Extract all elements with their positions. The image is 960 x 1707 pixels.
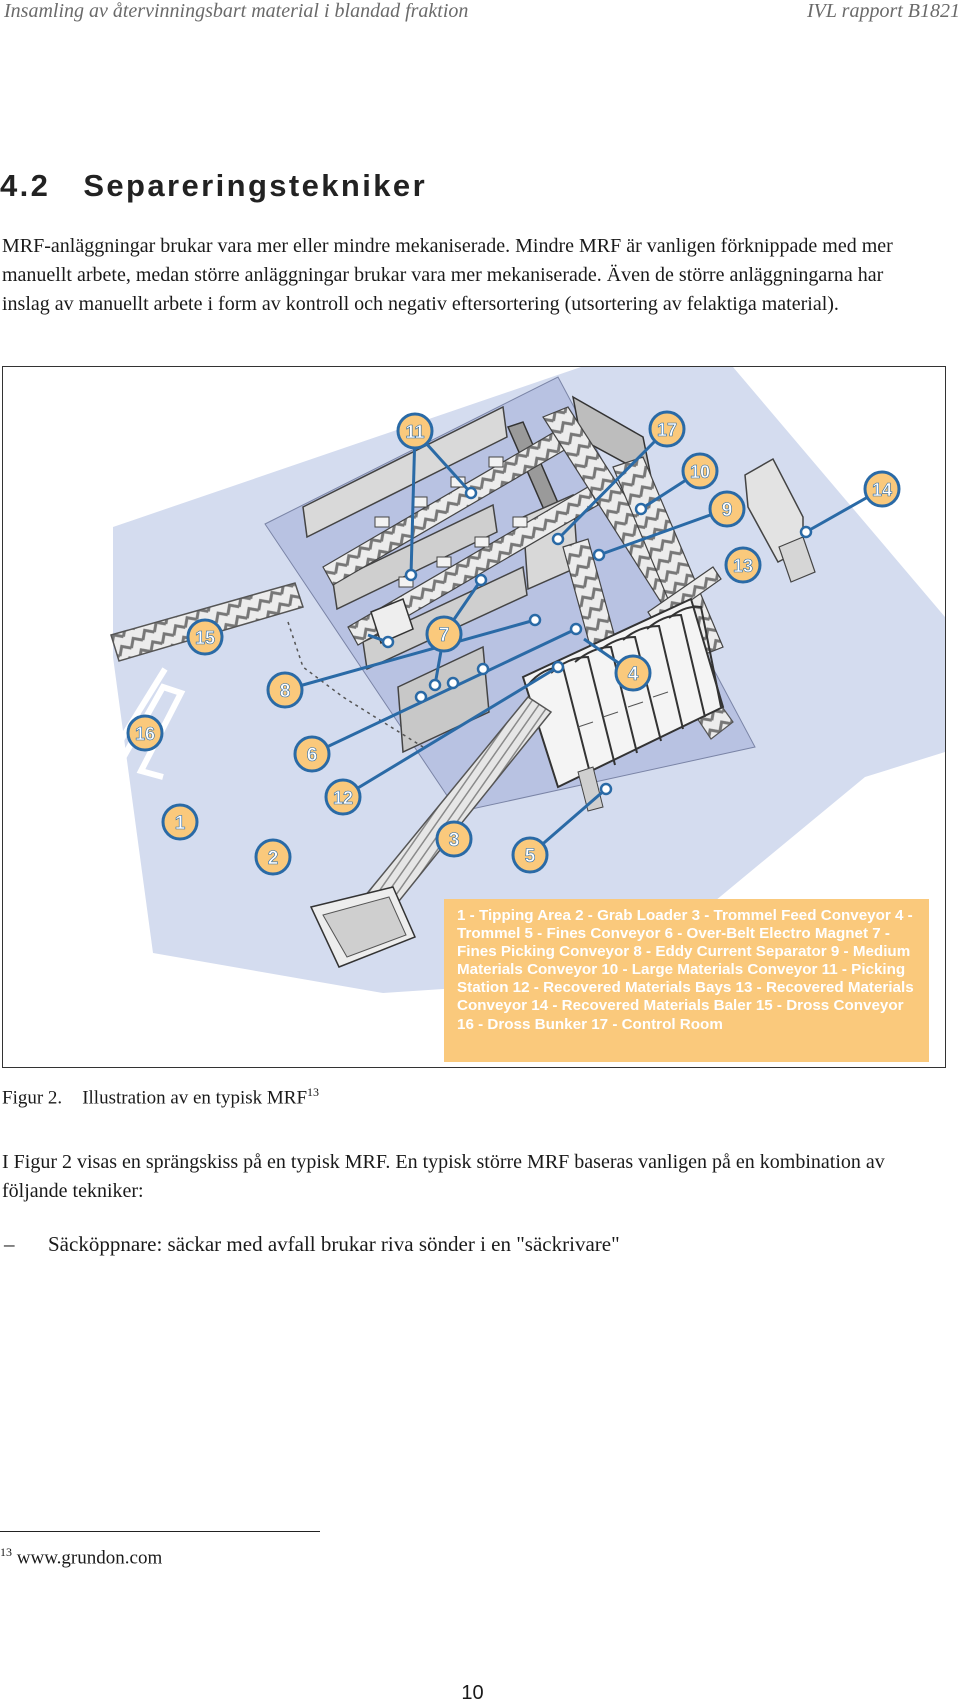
svg-text:9: 9 [722,500,733,521]
svg-text:1: 1 [175,813,186,834]
callout-1: 1 [161,803,199,841]
body-paragraph: I Figur 2 visas en sprängskiss på en typ… [2,1151,885,1202]
running-header-title: Insamling av återvinningsbart material i… [4,0,469,22]
intro-paragraph: MRF-anläggningar brukar vara mer eller m… [2,235,893,315]
section-title: Separeringstekniker [83,168,428,203]
bullet-item: Säcköppnare: säckar med avfall brukar ri… [48,1232,620,1256]
mrf-figure: 1 2 3 4 5 6 7 8 9 10 11 12 13 14 15 16 1… [2,366,946,1068]
dross-bunker-walls [115,683,186,780]
svg-text:10: 10 [690,462,710,482]
callout-dots [381,486,813,796]
svg-text:3: 3 [449,830,460,851]
svg-text:6: 6 [307,745,318,766]
figure-caption: Figur 2. Illustration av en typisk MRF13 [2,1085,319,1109]
svg-text:15: 15 [195,628,215,648]
bullet-dash: – [4,1232,15,1256]
callout-15: 15 [186,618,224,656]
footnote-rule [0,1531,320,1532]
section-heading: 4.2 Separeringstekniker [0,168,427,204]
svg-text:8: 8 [280,681,291,702]
figure-legend: 1 - Tipping Area 2 - Grab Loader 3 - Tro… [444,899,929,1062]
svg-text:4: 4 [628,664,639,685]
page-number: 10 [461,1682,484,1704]
svg-text:12: 12 [333,788,353,808]
caption-label: Figur 2. [2,1087,63,1109]
callout-3: 3 [435,820,473,858]
callout-10: 10 [681,452,719,490]
callout-6: 6 [293,735,331,773]
callout-4: 4 [614,654,652,692]
control-room [370,598,414,645]
callout-5: 5 [511,836,549,874]
callout-11: 11 [396,412,434,450]
callout-8: 8 [266,671,304,709]
svg-text:11: 11 [405,422,424,442]
svg-text:13: 13 [733,556,753,576]
svg-text:16: 16 [135,724,155,744]
callout-badges: 1 2 3 4 5 6 7 8 9 10 11 12 13 14 15 16 1… [126,410,901,876]
caption-footnote-ref: 13 [307,1085,320,1099]
callout-16: 16 [126,714,164,752]
footnote-text: www.grundon.com [12,1547,163,1569]
section-number: 4.2 [0,168,51,203]
callout-7: 7 [425,615,463,653]
callout-2: 2 [254,838,292,876]
footnote: 13 www.grundon.com [0,1545,162,1569]
svg-text:17: 17 [657,420,677,440]
footnote-number: 13 [0,1545,12,1559]
svg-text:14: 14 [872,480,892,500]
svg-text:2: 2 [268,848,279,869]
running-header-report: IVL rapport B1821 [807,0,960,22]
callout-13: 13 [724,546,762,584]
caption-text: Illustration av en typisk MRF [82,1087,308,1109]
svg-text:5: 5 [525,846,536,867]
callout-17: 17 [648,410,686,448]
svg-text:7: 7 [439,625,450,646]
mrf-illustration: 1 2 3 4 5 6 7 8 9 10 11 12 13 14 15 16 1… [92,367,945,993]
callout-14: 14 [863,470,901,508]
callout-12: 12 [324,778,362,816]
callout-9: 9 [708,490,746,528]
